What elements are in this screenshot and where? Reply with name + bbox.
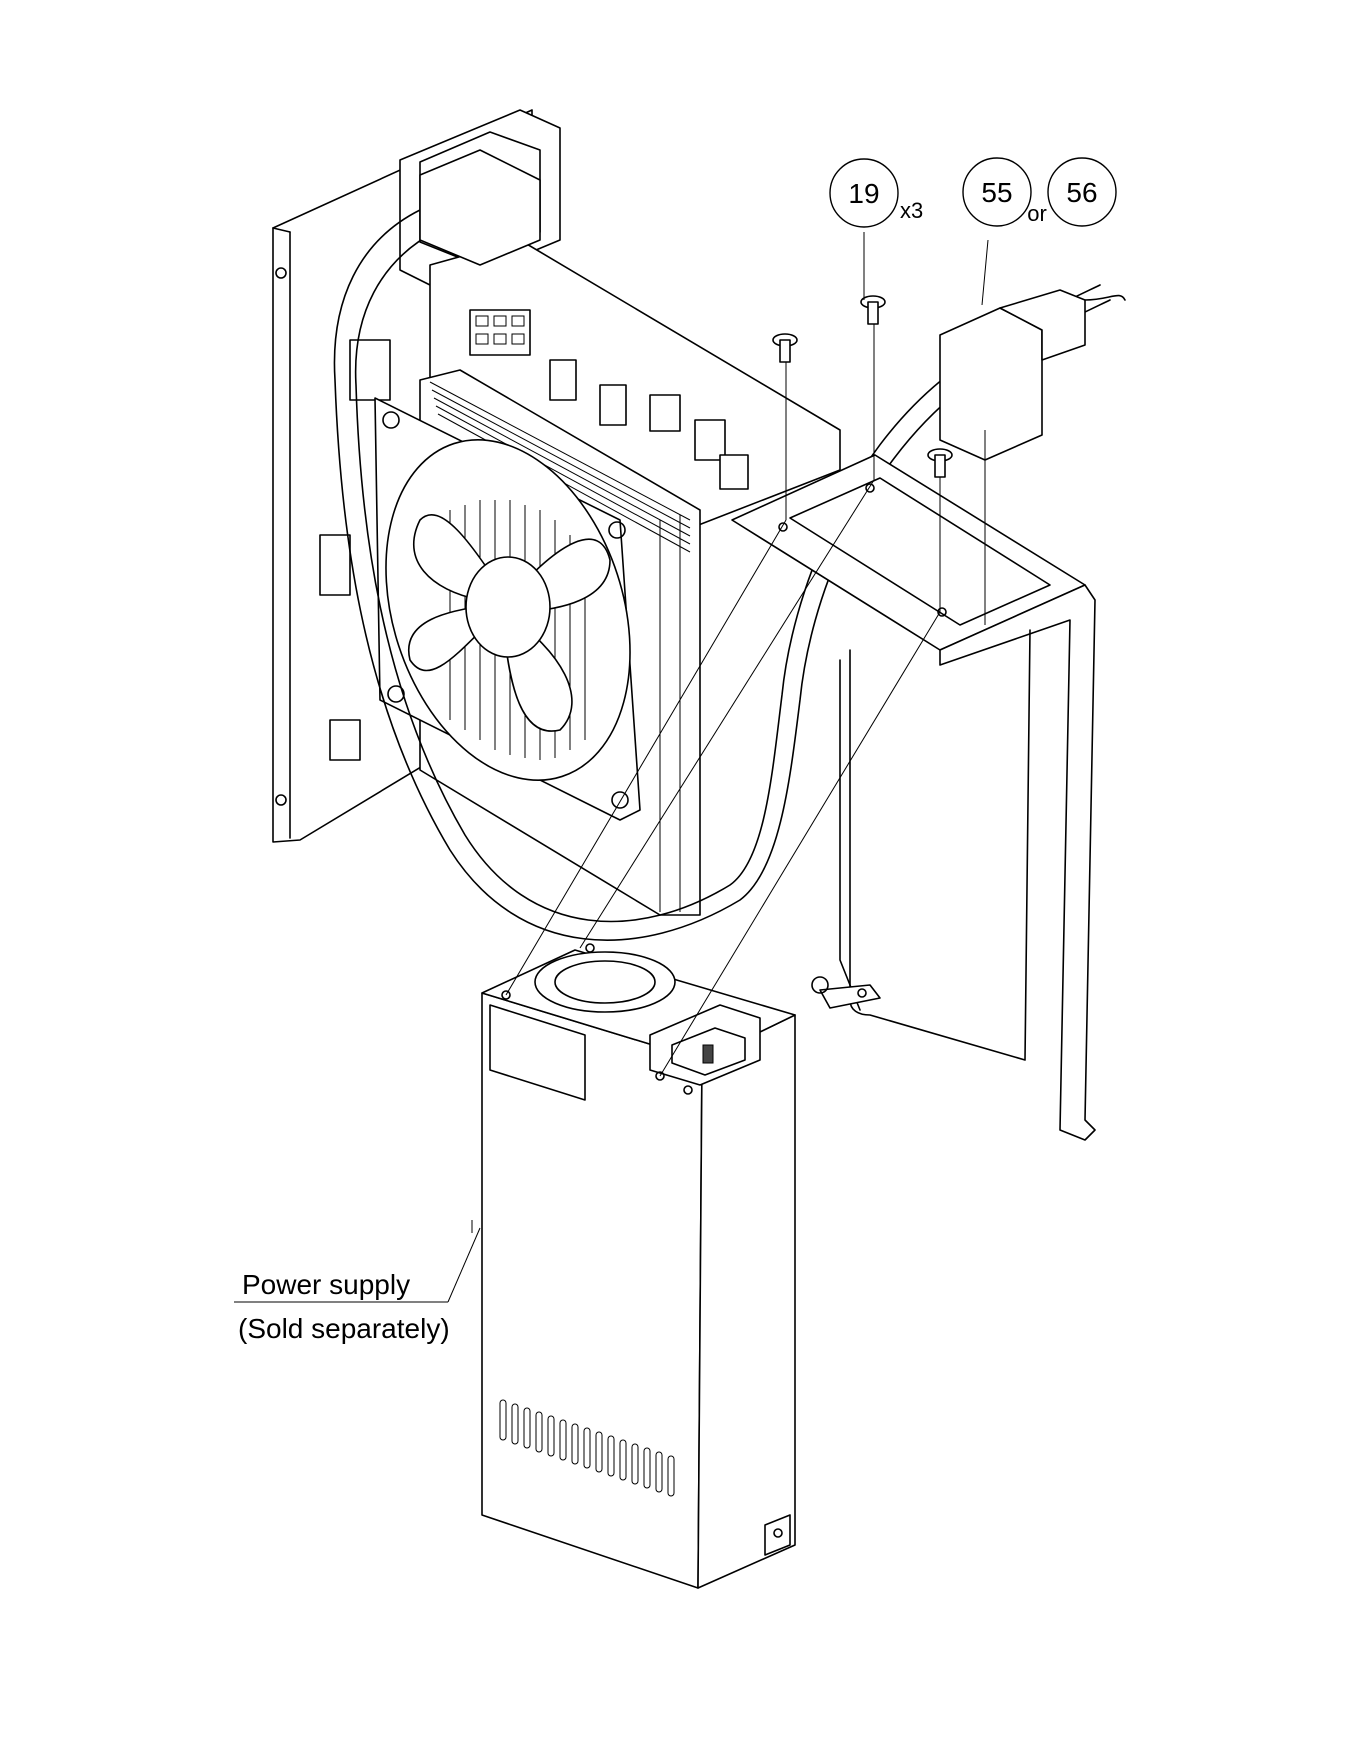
callout-19: 19 x3	[829, 158, 923, 228]
callout-55-number: 55	[981, 177, 1012, 208]
callout-19-number: 19	[848, 178, 879, 209]
leader-lines	[471, 232, 989, 1233]
callout-or-text: or	[1027, 201, 1047, 226]
power-cable	[333, 149, 1111, 941]
plug-connector	[939, 289, 1126, 461]
vent-slots	[499, 1399, 675, 1497]
screw-1	[772, 333, 798, 363]
power-supply-label-line1: Power supply	[242, 1269, 410, 1300]
power-supply-label: Power supply (Sold separately)	[234, 1227, 481, 1344]
callout-56-number: 56	[1066, 177, 1097, 208]
screw-2	[860, 295, 886, 325]
screw-3	[927, 448, 953, 478]
power-supply-unit	[481, 943, 796, 1589]
power-supply-label-line2: (Sold separately)	[238, 1313, 450, 1344]
cooling-fan	[374, 397, 641, 821]
callout-56: 56	[1047, 157, 1117, 227]
callout-19-qty: x3	[900, 198, 923, 223]
callout-55: 55 or	[962, 157, 1047, 227]
